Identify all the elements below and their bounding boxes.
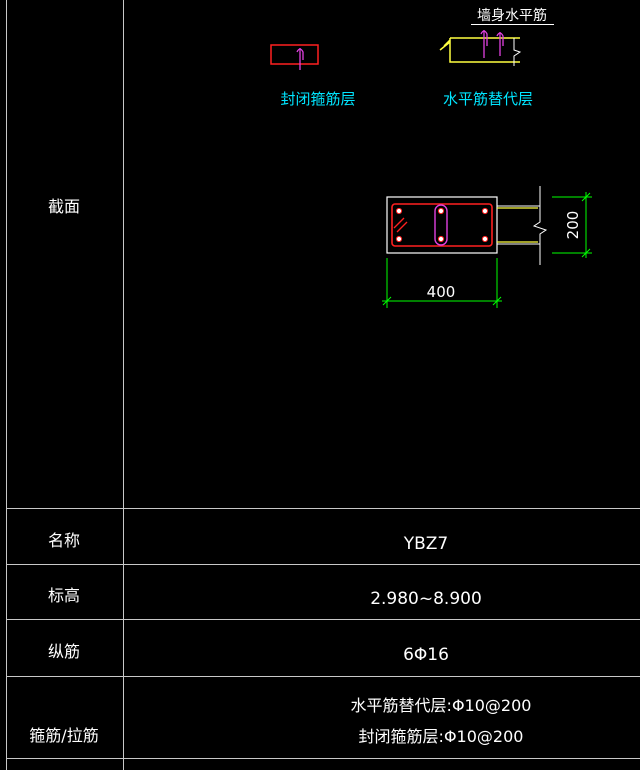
width-dimension-label: 400 [427,283,456,301]
height-dimension [552,192,592,258]
stirrup-label: 箍筋/拉筋 [29,726,98,745]
closed-stirrup-legend-icon [270,44,319,70]
height-dimension-label: 200 [564,211,582,240]
table-grid [6,0,640,770]
longitudinal-label: 纵筋 [48,642,80,661]
longitudinal-value: 6Φ16 [403,645,449,665]
elevation-label: 标高 [48,586,80,605]
horizontal-bar-replace-legend-label: 水平筋替代层 [443,90,533,108]
column-section [386,186,548,265]
name-label: 名称 [48,531,80,550]
horizontal-bar-legend-icon [439,24,554,66]
stirrup-value-2: 封闭箍筋层:Φ10@200 [359,727,524,746]
stirrup-value-1: 水平筋替代层:Φ10@200 [351,696,532,715]
elevation-value: 2.980~8.900 [370,589,482,609]
closed-stirrup-legend-label: 封闭箍筋层 [280,90,355,108]
width-dimension [382,258,502,308]
wall-horizontal-bar-label: 墙身水平筋 [477,7,547,24]
section-label: 截面 [48,197,80,216]
name-value: YBZ7 [403,534,449,554]
